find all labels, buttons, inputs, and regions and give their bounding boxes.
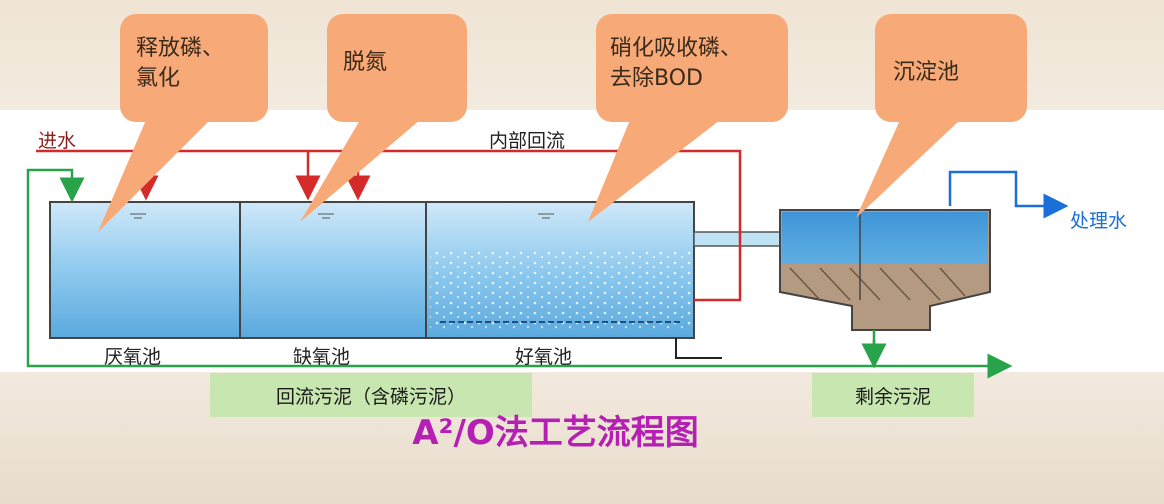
water-level-mark xyxy=(538,213,554,219)
water-level-mark xyxy=(130,213,146,219)
callout-text-clarifier: 沉淀池 xyxy=(893,60,960,85)
return-sludge-box: 回流污泥（含磷污泥） xyxy=(210,373,532,417)
callout-denitrification xyxy=(300,14,467,222)
biological-tanks xyxy=(49,201,695,339)
callout-text-nitrification: 硝化吸收磷、 去除BOD xyxy=(610,36,743,91)
water-level-mark xyxy=(318,213,334,219)
sludge-flow xyxy=(26,168,1013,379)
anaerobic-tank-label: 厌氧池 xyxy=(104,346,162,368)
anoxic-tank-label: 缺氧池 xyxy=(293,346,351,368)
clarifier xyxy=(779,209,991,331)
aeration-bubbles xyxy=(430,250,692,330)
callout-text-denitrification: 脱氮 xyxy=(343,50,388,75)
aerobic-tank-label: 好氧池 xyxy=(515,346,573,368)
anaerobic-tank xyxy=(49,201,241,339)
inlet-label: 进水 xyxy=(38,130,77,152)
excess-sludge-box: 剩余污泥 xyxy=(812,373,974,417)
callout-clarifier xyxy=(856,14,1027,218)
callout-release-phosphorus xyxy=(98,14,268,232)
transfer-pipe xyxy=(693,231,791,247)
internal-return-label: 内部回流 xyxy=(489,130,566,152)
treated-water-label: 处理水 xyxy=(1070,210,1128,232)
callout-text-release-phosphorus: 释放磷、 氯化 xyxy=(136,36,225,91)
anoxic-tank xyxy=(239,201,427,339)
callout-nitrification xyxy=(588,14,788,222)
treated-water-flow xyxy=(948,170,1069,219)
diagram-title: A²/O法工艺流程图 xyxy=(412,413,699,453)
